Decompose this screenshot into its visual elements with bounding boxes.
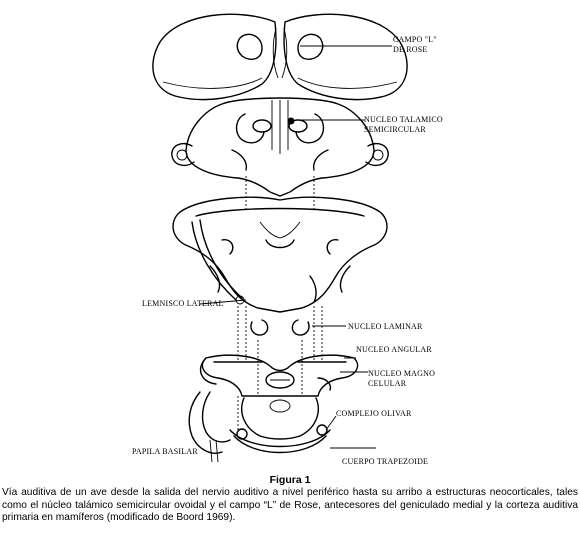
label-nucleo-talamico-1: NUCLEO TALAMICO: [364, 115, 443, 124]
label-nucleo-laminar: NUCLEO LAMINAR: [348, 322, 423, 331]
label-campo-l-1: CAMPO "L": [393, 35, 437, 44]
figure-title: Figura 1: [269, 474, 311, 486]
label-papila-basilar: PAPILA BASILAR: [132, 447, 198, 456]
label-nucleo-talamico-2: SEMICIRCULAR: [364, 125, 426, 134]
laminar-section: [250, 319, 346, 336]
label-lemnisco-lateral: LEMNISCO LATERAL: [142, 299, 224, 308]
thalamus-section: [171, 97, 389, 197]
label-cuerpo-trapezoide: CUERPO TRAPEZOIDE: [342, 457, 428, 466]
auditory-pathway-diagram: CAMPO "L" DE ROSE NUCLEO TALAMICO SEMICI…: [132, 13, 443, 466]
label-nucleo-magno-1: NUCLEO MAGNO: [368, 369, 435, 378]
brainstem-section: [188, 354, 376, 463]
label-nucleo-angular: NUCLEO ANGULAR: [356, 345, 432, 354]
figure-caption: Figura 1 Vía auditiva de un ave desde la…: [0, 473, 580, 525]
forebrain-section: [152, 13, 408, 101]
pathway-lines: [237, 176, 323, 430]
label-campo-l-2: DE ROSE: [393, 45, 428, 54]
figure-description: Vía auditiva de un ave desde la salida d…: [2, 487, 578, 523]
label-nucleo-magno-2: CELULAR: [368, 379, 407, 388]
label-complejo-olivar: COMPLEJO OLIVAR: [336, 409, 412, 418]
midbrain-section: [172, 196, 388, 313]
